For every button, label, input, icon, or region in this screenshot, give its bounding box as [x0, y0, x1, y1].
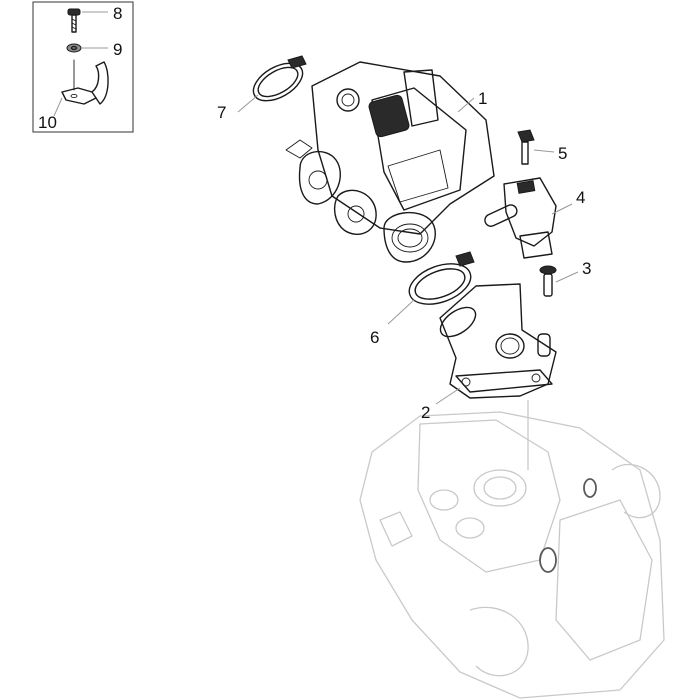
screw-part-5: [517, 129, 555, 165]
hose-clamp-part-7: [237, 55, 307, 113]
hose-clamp-part-6: [387, 251, 475, 325]
callout-label-4: 4: [576, 188, 585, 207]
callout-label-3: 3: [582, 259, 591, 278]
callout-label-8: 8: [113, 4, 122, 23]
washer-part-9: [66, 43, 82, 53]
injector-part-4: [484, 177, 573, 259]
cylinder-head: [359, 400, 665, 699]
detail-inset: [32, 1, 134, 133]
screw-part-8: [67, 8, 81, 33]
bracket-part-10: [61, 59, 109, 105]
callout-label-6: 6: [370, 328, 379, 347]
throttle-body-part-1: [285, 61, 495, 263]
callout-label-2: 2: [421, 403, 430, 422]
callout-label-10: 10: [38, 113, 57, 132]
callout-label-1: 1: [478, 89, 487, 108]
screw-part-3: [539, 265, 579, 297]
callout-label-7: 7: [217, 103, 226, 122]
inset-frame: [32, 1, 134, 133]
callout-label-9: 9: [113, 40, 122, 59]
callout-label-5: 5: [558, 144, 567, 163]
intake-manifold-part-2: [435, 283, 557, 405]
